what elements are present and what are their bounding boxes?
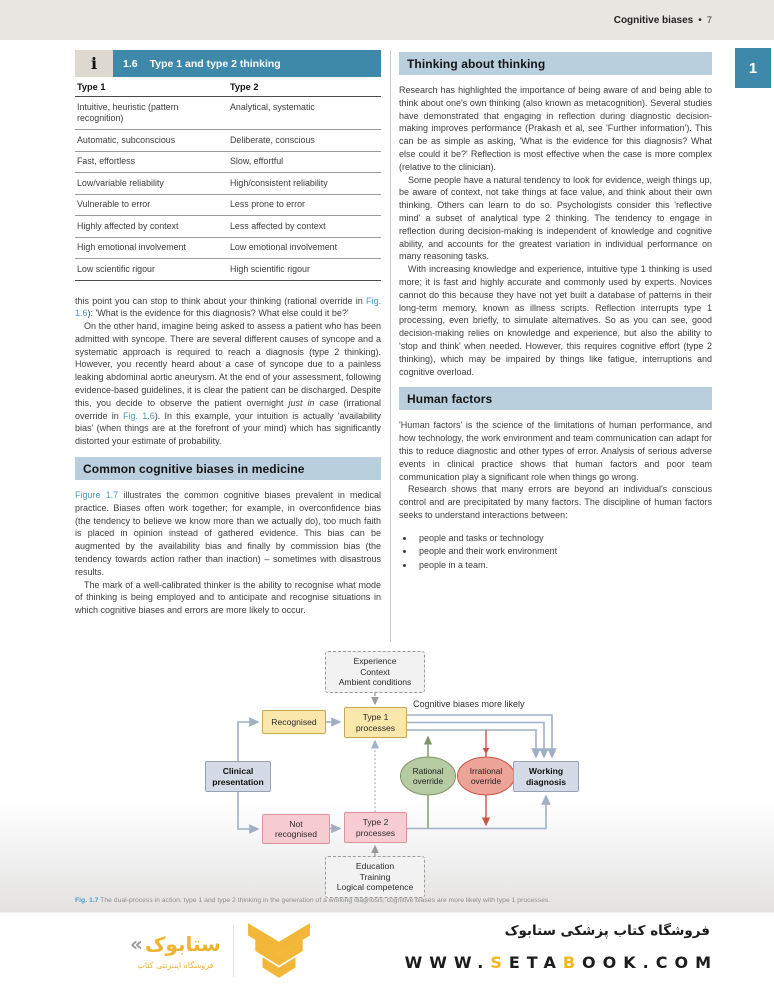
column-header-type1: Type 1 (75, 77, 228, 97)
logo-divider (232, 925, 234, 977)
table-cell: Analytical, systematic (228, 96, 381, 130)
table-cell: Less prone to error (228, 194, 381, 216)
url-segment: WWW. (404, 953, 491, 972)
table-cell: Deliberate, conscious (228, 129, 381, 152)
cross-reference-link[interactable]: Fig. 1.6 (123, 410, 155, 421)
running-head-bullet: • (698, 15, 702, 26)
footer-banner: فروشگاه کتاب پزشکی ستابوک WWW.SETABOOK.C… (0, 912, 774, 989)
rational-override-ellipse (400, 756, 456, 796)
node-working-diagnosis: Working diagnosis (513, 761, 579, 792)
column-header-type2: Type 2 (228, 77, 381, 97)
info-icon: i (75, 50, 113, 77)
table-cell: Vulnerable to error (75, 194, 228, 216)
node-recognised: Recognised (262, 710, 326, 734)
body-paragraph: Figure 1.7 illustrates the common cognit… (75, 490, 381, 577)
body-paragraph: The mark of a well-calibrated thinker is… (75, 579, 381, 616)
chevron-logo-icon (247, 923, 310, 978)
infobox-1-6: i 1.6 Type 1 and type 2 thinking Type 1 … (75, 50, 381, 281)
table-cell: Intuitive, heuristic (pattern recognitio… (75, 96, 228, 130)
body-paragraph: this point you can stop to think about y… (75, 295, 381, 319)
body-paragraph: On the other hand, imagine being asked t… (75, 321, 381, 447)
logo-wordmark: ستابوک (144, 932, 221, 956)
url-segment: ETA (508, 953, 563, 972)
body-paragraph: With increasing knowledge and experience… (399, 264, 712, 377)
node-rational-override: Rational override (412, 766, 444, 786)
infobox-number: 1.6 (123, 57, 138, 70)
body-paragraph: Research has highlighted the importance … (399, 85, 712, 172)
label-cognitive-biases-more-likely: Cognitive biases more likely (413, 699, 525, 709)
setabook-logo[interactable]: « ستابوک فروشگاه اینترنتی کتاب (130, 923, 312, 979)
list-item: people and tasks or technology (415, 532, 712, 546)
table-cell: Low/variable reliability (75, 172, 228, 195)
table-cell: Slow, effortful (228, 151, 381, 173)
table-cell: High scientific rigour (228, 258, 381, 281)
node-education-training: Education Training Logical competence (325, 856, 425, 898)
infobox-title: 1.6 Type 1 and type 2 thinking (113, 50, 381, 77)
table-cell: Automatic, subconscious (75, 129, 228, 152)
node-irrational-override: Irrational override (469, 766, 503, 786)
column-rule (390, 50, 391, 642)
node-clinical-presentation: Clinical presentation (205, 761, 271, 792)
store-title-farsi: فروشگاه کتاب پزشکی ستابوک (504, 923, 710, 939)
website-url[interactable]: WWW.SETABOOK.COM (405, 953, 718, 972)
cross-reference-link[interactable]: Fig. 1.6 (75, 295, 381, 319)
table-cell: High/consistent reliability (228, 172, 381, 195)
running-head: Cognitive biases • 7 (614, 15, 712, 26)
logo-tagline: فروشگاه اینترنتی کتاب (137, 961, 214, 970)
left-column: i 1.6 Type 1 and type 2 thinking Type 1 … (75, 50, 381, 617)
section-heading-thinking-about-thinking: Thinking about thinking (399, 52, 712, 75)
chapter-tab: 1 (735, 48, 771, 88)
section-heading-human-factors: Human factors (399, 387, 712, 411)
url-segment-highlight: S (490, 953, 509, 972)
table-header-row: Type 1 Type 2 (75, 77, 381, 97)
table-cell: Highly affected by context (75, 215, 228, 238)
right-column: Thinking about thinking Research has hig… (399, 52, 712, 572)
figure-caption-number: Fig. 1.7 (75, 897, 99, 904)
node-type1-processes: Type 1 processes (344, 707, 407, 738)
infobox-header: i 1.6 Type 1 and type 2 thinking (75, 50, 381, 77)
node-not-recognised: Not recognised (262, 814, 330, 844)
cross-reference-link[interactable]: Figure 1.7 (75, 490, 119, 501)
table-row: Intuitive, heuristic (pattern recognitio… (75, 96, 381, 130)
body-paragraph: Some people have a natural tendency to l… (399, 174, 712, 262)
node-type2-processes: Type 2 processes (344, 812, 407, 843)
node-experience-context: Experience Context Ambient conditions (325, 651, 425, 693)
table-cell: Low scientific rigour (75, 258, 228, 281)
table-cell: Low emotional involvement (228, 237, 381, 259)
url-segment: OOK.COM (582, 953, 718, 972)
list-item: people and their work environment (415, 545, 712, 559)
human-factors-bullet-list: people and tasks or technology people an… (415, 532, 712, 573)
flowchart-connectors (237, 693, 557, 856)
body-paragraph: Research shows that many errors are beyo… (399, 484, 712, 520)
infobox-title-text: Type 1 and type 2 thinking (149, 57, 281, 70)
table-cell: Fast, effortless (75, 151, 228, 173)
url-segment-highlight: B (562, 953, 583, 972)
figure-caption-text: The dual-process in action: type 1 and t… (98, 897, 551, 904)
figure-1-7-flowchart: Experience Context Ambient conditions Re… (0, 645, 774, 912)
body-paragraph: 'Human factors' is the science of the li… (399, 420, 712, 482)
logo-guillemet: « (130, 932, 143, 956)
page-number: 7 (706, 15, 712, 26)
page-top-band (0, 0, 774, 40)
table-cell: High emotional involvement (75, 237, 228, 259)
figure-caption: Fig. 1.7 The dual-process in action: typ… (75, 897, 715, 906)
list-item: people in a team. (415, 559, 712, 573)
table-cell: Less affected by context (228, 215, 381, 238)
type1-type2-table: Type 1 Type 2 Intuitive, heuristic (patt… (75, 77, 381, 281)
section-heading-common-cognitive-biases: Common cognitive biases in medicine (75, 457, 381, 481)
running-head-title: Cognitive biases (613, 15, 694, 26)
